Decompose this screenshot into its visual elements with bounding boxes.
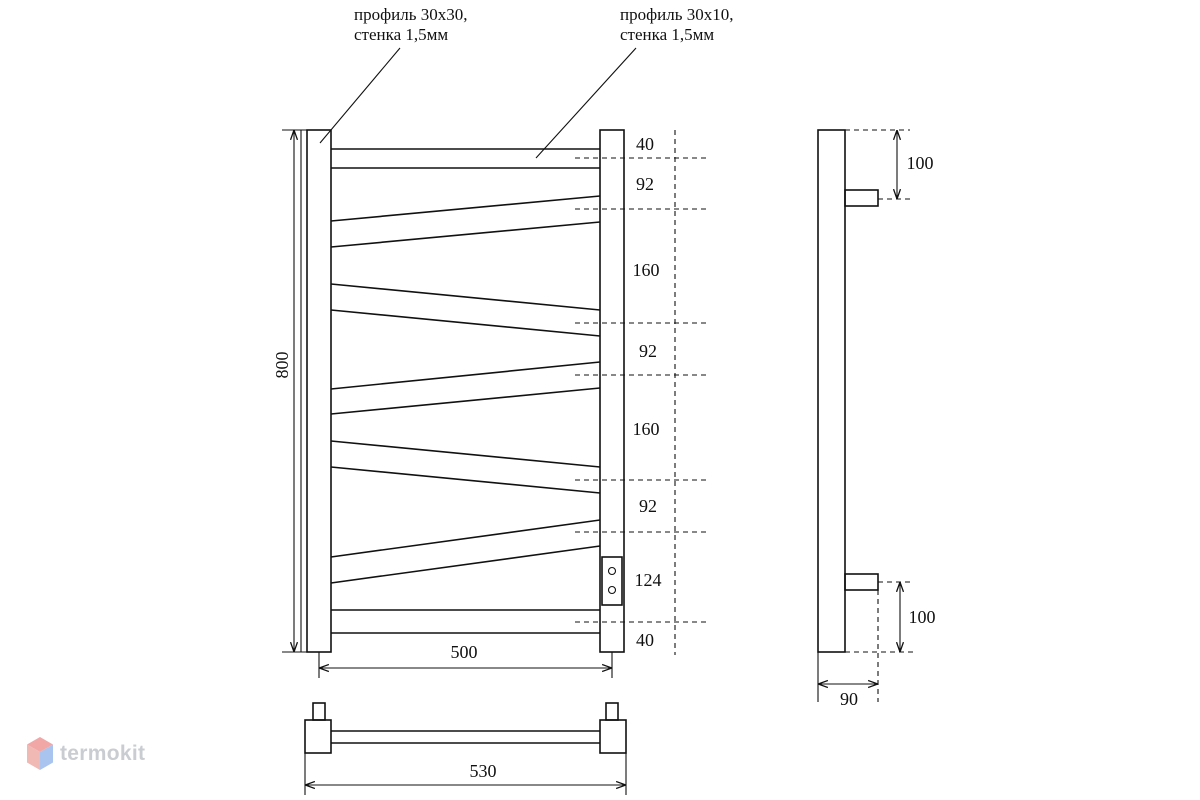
height-dimension [282, 129, 307, 653]
left-post [306, 129, 332, 653]
switch-block [601, 556, 623, 606]
spacing-guides [575, 130, 710, 655]
top-connection [844, 189, 879, 207]
right-post [599, 129, 625, 653]
dim-side-top-100: 100 [907, 153, 934, 173]
callout-labels: профиль 30х30, стенка 1,5мм профиль 30х1… [354, 5, 733, 44]
dim-spacing-4: 92 [639, 341, 657, 361]
width-dimension [318, 652, 613, 678]
dimension-labels: 800 500 40 92 160 92 160 92 124 40 100 1… [272, 134, 936, 781]
right-valve [605, 702, 619, 721]
side-dimension-guides [817, 129, 914, 702]
dim-spacing-3: 160 [633, 260, 660, 280]
dim-spacing-8: 40 [636, 630, 654, 650]
crossbars [330, 148, 601, 634]
callout-30x10-line1: профиль 30х10, [620, 5, 733, 24]
dim-spacing-7: 124 [635, 570, 662, 590]
bottom-connection [844, 573, 879, 591]
callout-30x30-line2: стенка 1,5мм [354, 25, 448, 44]
leader-profile-30x10 [535, 47, 637, 159]
dim-spacing-5: 160 [633, 419, 660, 439]
brand-name: termokit [60, 742, 146, 765]
dim-overall-width-530: 530 [470, 761, 497, 781]
dim-spacing-6: 92 [639, 496, 657, 516]
right-post-top [599, 719, 627, 754]
brand-logo: termokit [26, 736, 145, 772]
dim-side-depth-90: 90 [840, 689, 858, 709]
left-valve [312, 702, 326, 721]
termokit-cube-icon [27, 737, 53, 770]
dim-spacing-1: 40 [636, 134, 654, 154]
dim-width-500: 500 [451, 642, 478, 662]
dim-spacing-2: 92 [636, 174, 654, 194]
callout-30x10-line2: стенка 1,5мм [620, 25, 714, 44]
dim-side-bottom-100: 100 [909, 607, 936, 627]
callout-30x30-line1: профиль 30х30, [354, 5, 467, 24]
side-post [817, 129, 846, 653]
overall-width-dimension [304, 753, 627, 795]
side-view [817, 129, 914, 702]
dim-overall-height: 800 [272, 352, 292, 379]
front-view [282, 47, 710, 678]
left-post-top [304, 719, 332, 754]
leader-profile-30x30 [319, 47, 401, 144]
top-view [304, 702, 627, 795]
